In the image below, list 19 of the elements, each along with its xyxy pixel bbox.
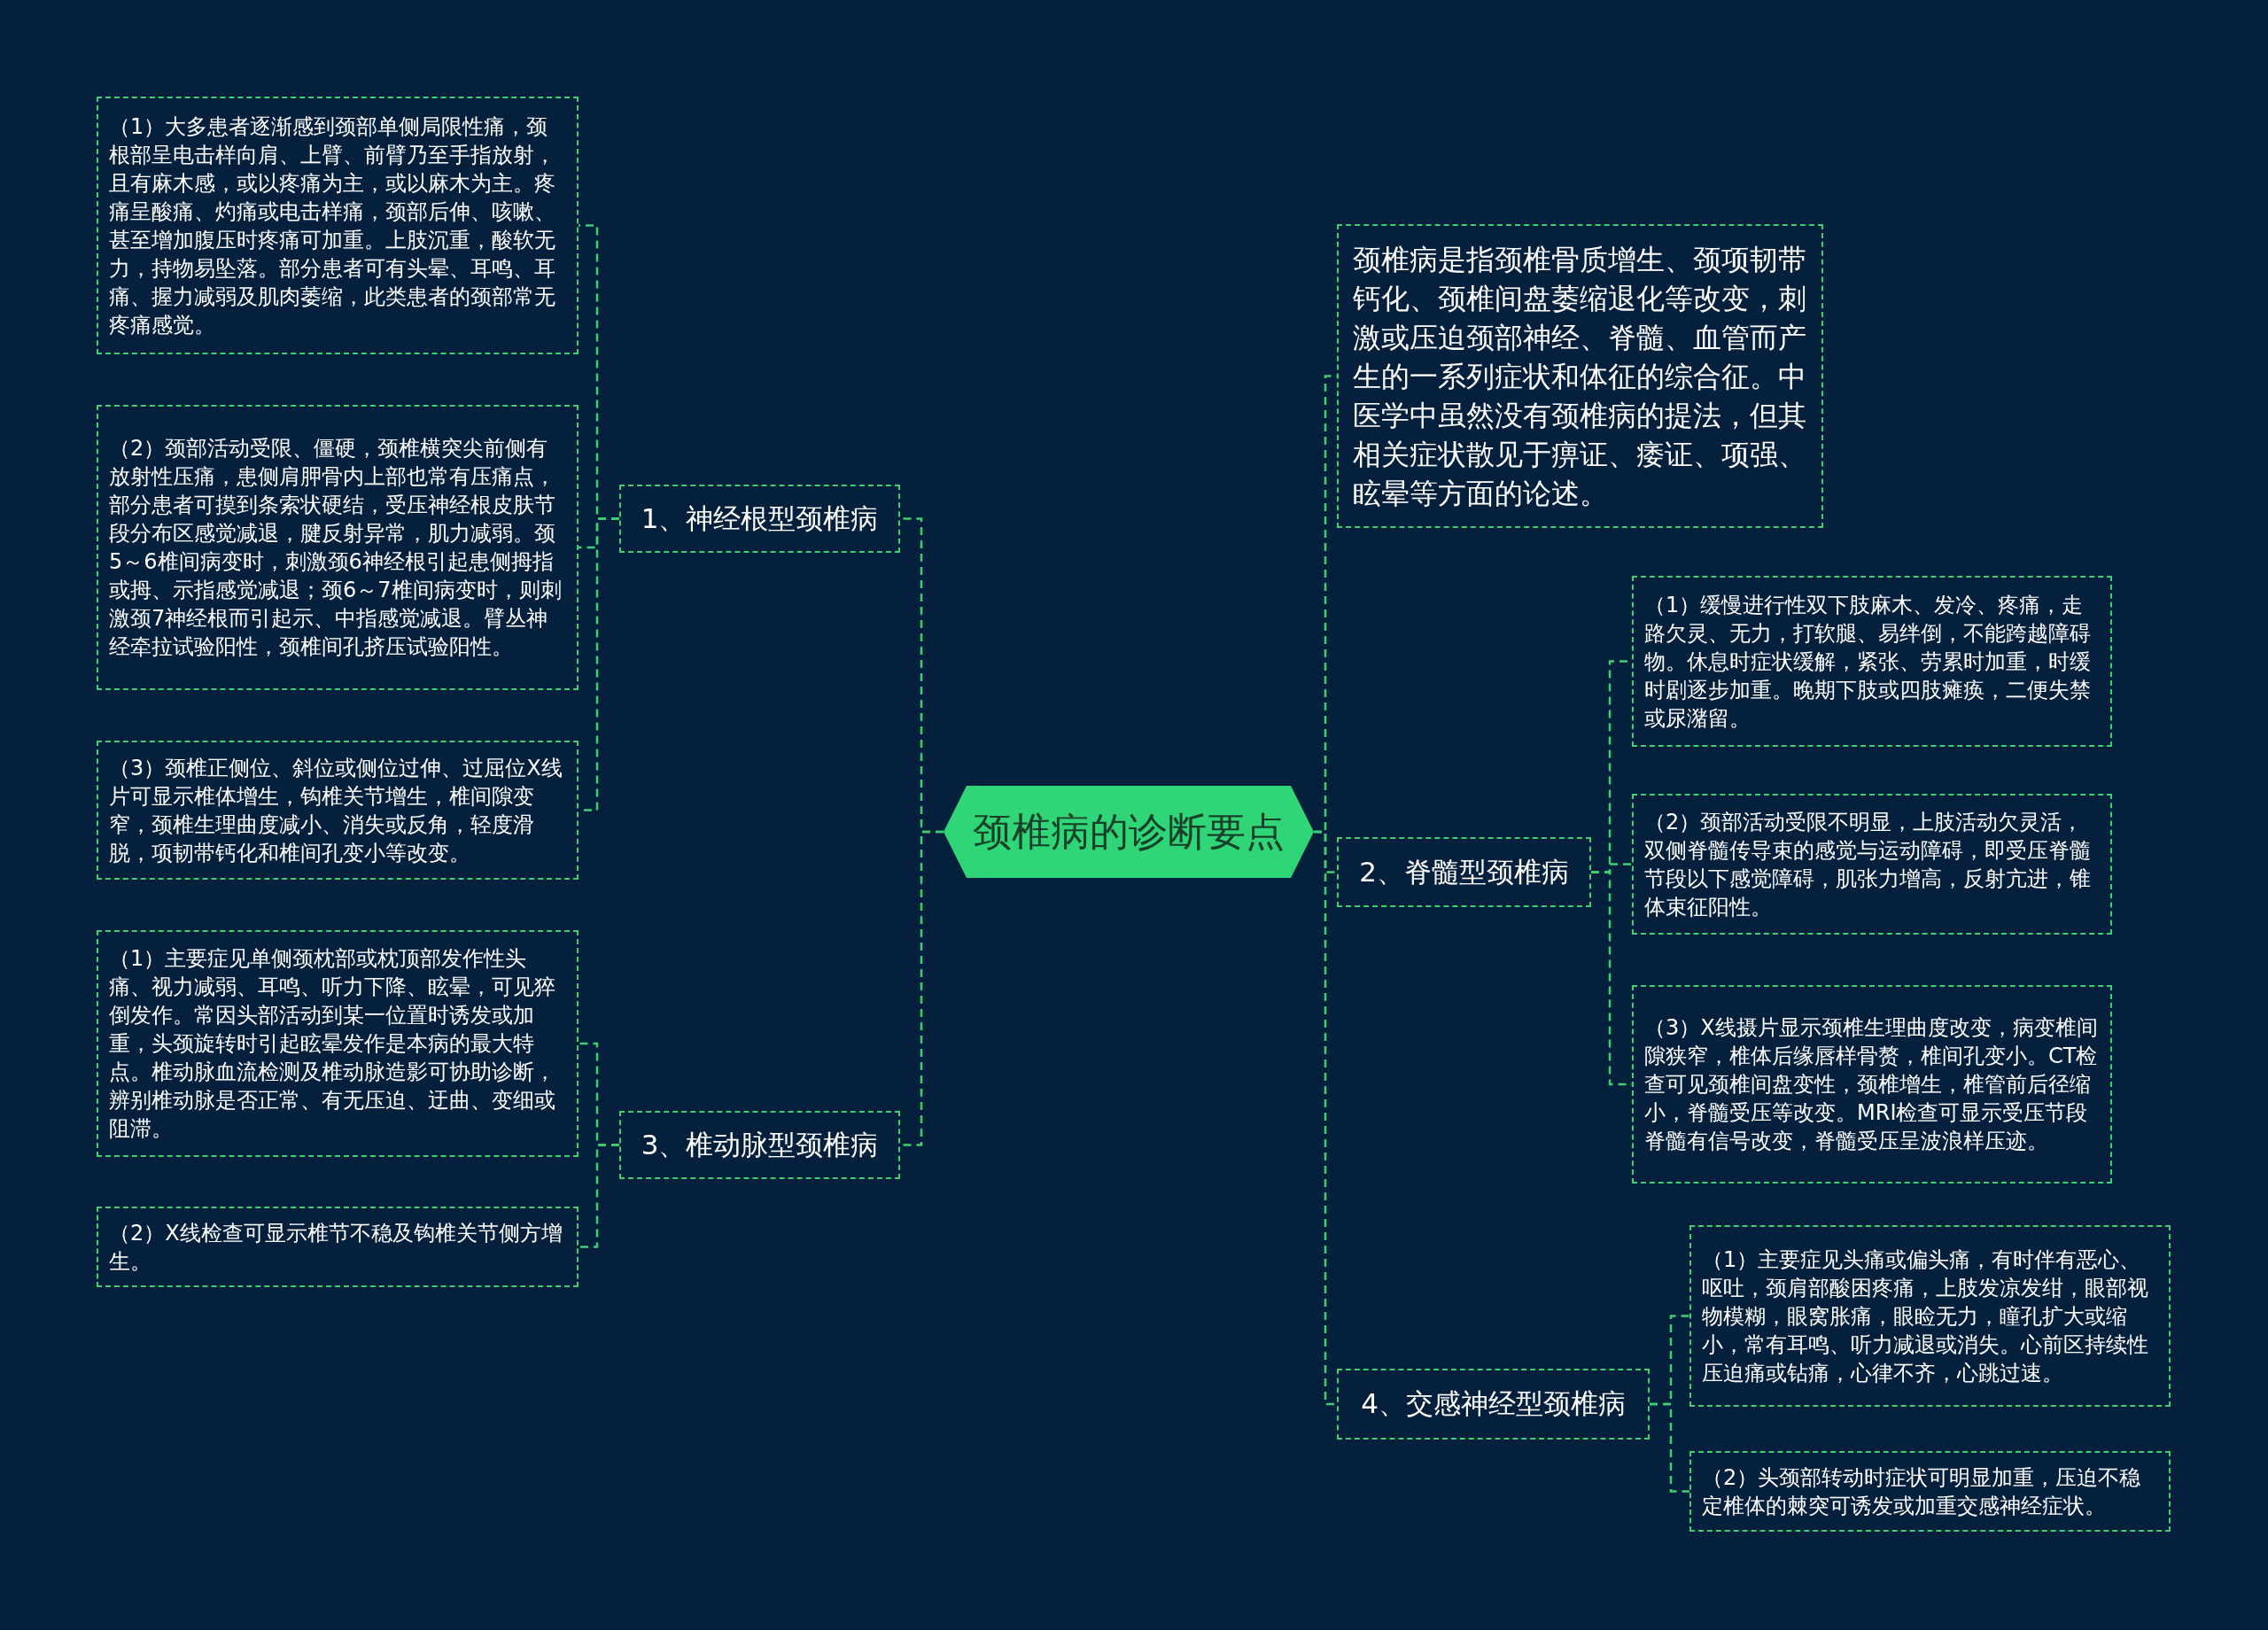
text-box: （2）头颈部转动时症状可明显加重，压迫不稳定椎体的棘突可诱发或加重交感神经症状。 bbox=[1689, 1451, 2171, 1532]
text-box: （1）缓慢进行性双下肢麻木、发冷、疼痛，走路欠灵、无力，打软腿、易绊倒，不能跨越障碍物。休息时症状缓解，紧张、劳累时加重，时缓时剧逐步加重。晚期下肢或四肢瘫痪，二便失禁或尿潴留。 bbox=[1632, 576, 2112, 747]
text-box: （3）X线摄片显示颈椎生理曲度改变，病变椎间隙狭窄，椎体后缘唇样骨赘，椎间孔变小。CT检查可见颈椎间盘变性，颈椎增生，椎管前后径缩小，脊髓受压等改变。MRI检查可显示受压节段脊髓有信号改变，脊髓受压呈波浪样压迹。 bbox=[1632, 985, 2112, 1184]
topic-box: 4、交感神经型颈椎病 bbox=[1337, 1369, 1650, 1440]
connector bbox=[1314, 830, 1337, 1406]
central-topic: 颈椎病的诊断要点 bbox=[944, 786, 1314, 878]
text-box: （2）X线检查可显示椎节不稳及钩椎关节侧方增生。 bbox=[97, 1207, 579, 1287]
connector bbox=[1650, 1402, 1689, 1493]
text-box: （2）颈部活动受限不明显，上肢活动欠灵活，双侧脊髓传导束的感觉与运动障碍，即受压脊髓节段以下感觉障碍，肌张力增高，反射亢进，锥体束征阳性。 bbox=[1632, 794, 2112, 935]
text-box: （3）颈椎正侧位、斜位或侧位过伸、过屈位X线片可显示椎体增生，钩椎关节增生，椎间隙变窄，颈椎生理曲度减小、消失或反角，轻度滑脱，项韧带钙化和椎间孔变小等改变。 bbox=[97, 741, 579, 880]
topic-box: 2、脊髓型颈椎病 bbox=[1337, 837, 1591, 907]
text-box: （1）主要症见单侧颈枕部或枕顶部发作性头痛、视力减弱、耳鸣、听力下降、眩晕，可见猝倒发作。常因头部活动到某一位置时诱发或加重，头颈旋转时引起眩晕发作是本病的最大特点。椎动脉血流检测及椎动脉造影可协助诊断，辨别椎动脉是否正常、有无压迫、迂曲、变细或阻滞。 bbox=[97, 930, 579, 1157]
text-box: （1）主要症见头痛或偏头痛，有时伴有恶心、呕吐，颈肩部酸困疼痛，上肢发凉发绀，眼部视物模糊，眼窝胀痛，眼睑无力，瞳孔扩大或缩小，常有耳鸣、听力减退或消失。心前区持续性压迫痛或钻痛，心律不齐，心跳过速。 bbox=[1689, 1225, 2171, 1407]
connector bbox=[579, 1144, 619, 1248]
text-box: （1）大多患者逐渐感到颈部单侧局限性痛，颈根部呈电击样向肩、上臂、前臂乃至手指放射，且有麻木感，或以疼痛为主，或以麻木为主。疼痛呈酸痛、灼痛或电击样痛，颈部后伸、咳嗽、甚至增加腹压时疼痛可加重。上肢沉重，酸软无力，持物易坠落。部分患者可有头晕、耳鸣、耳痛、握力减弱及肌肉萎缩，此类患者的颈部常无疼痛感觉。 bbox=[97, 97, 579, 354]
text-box: 颈椎病是指颈椎骨质增生、颈项韧带钙化、颈椎间盘萎缩退化等改变，刺激或压迫颈部神经、脊髓、血管而产生的一系列症状和体征的综合征。中医学中虽然没有颈椎病的提法，但其相关症状散见于痹证、痿证、项强、眩晕等方面的论述。 bbox=[1337, 224, 1823, 528]
text-box: （2）颈部活动受限、僵硬，颈椎横突尖前侧有放射性压痛，患侧肩胛骨内上部也常有压痛点，部分患者可摸到条索状硬结，受压神经根皮肤节段分布区感觉减退，腱反射异常，肌力减弱。颈5～6椎间病变时，刺激颈6神经根引起患侧拇指或拇、示指感觉减退；颈6～7椎间病变时，则刺激颈7神经根而引起示、中指感觉减退。臂丛神经牵拉试验阳性，颈椎间孔挤压试验阳性。 bbox=[97, 405, 579, 690]
topic-box: 3、椎动脉型颈椎病 bbox=[619, 1111, 900, 1179]
topic-box: 1、神经根型颈椎病 bbox=[619, 485, 900, 553]
